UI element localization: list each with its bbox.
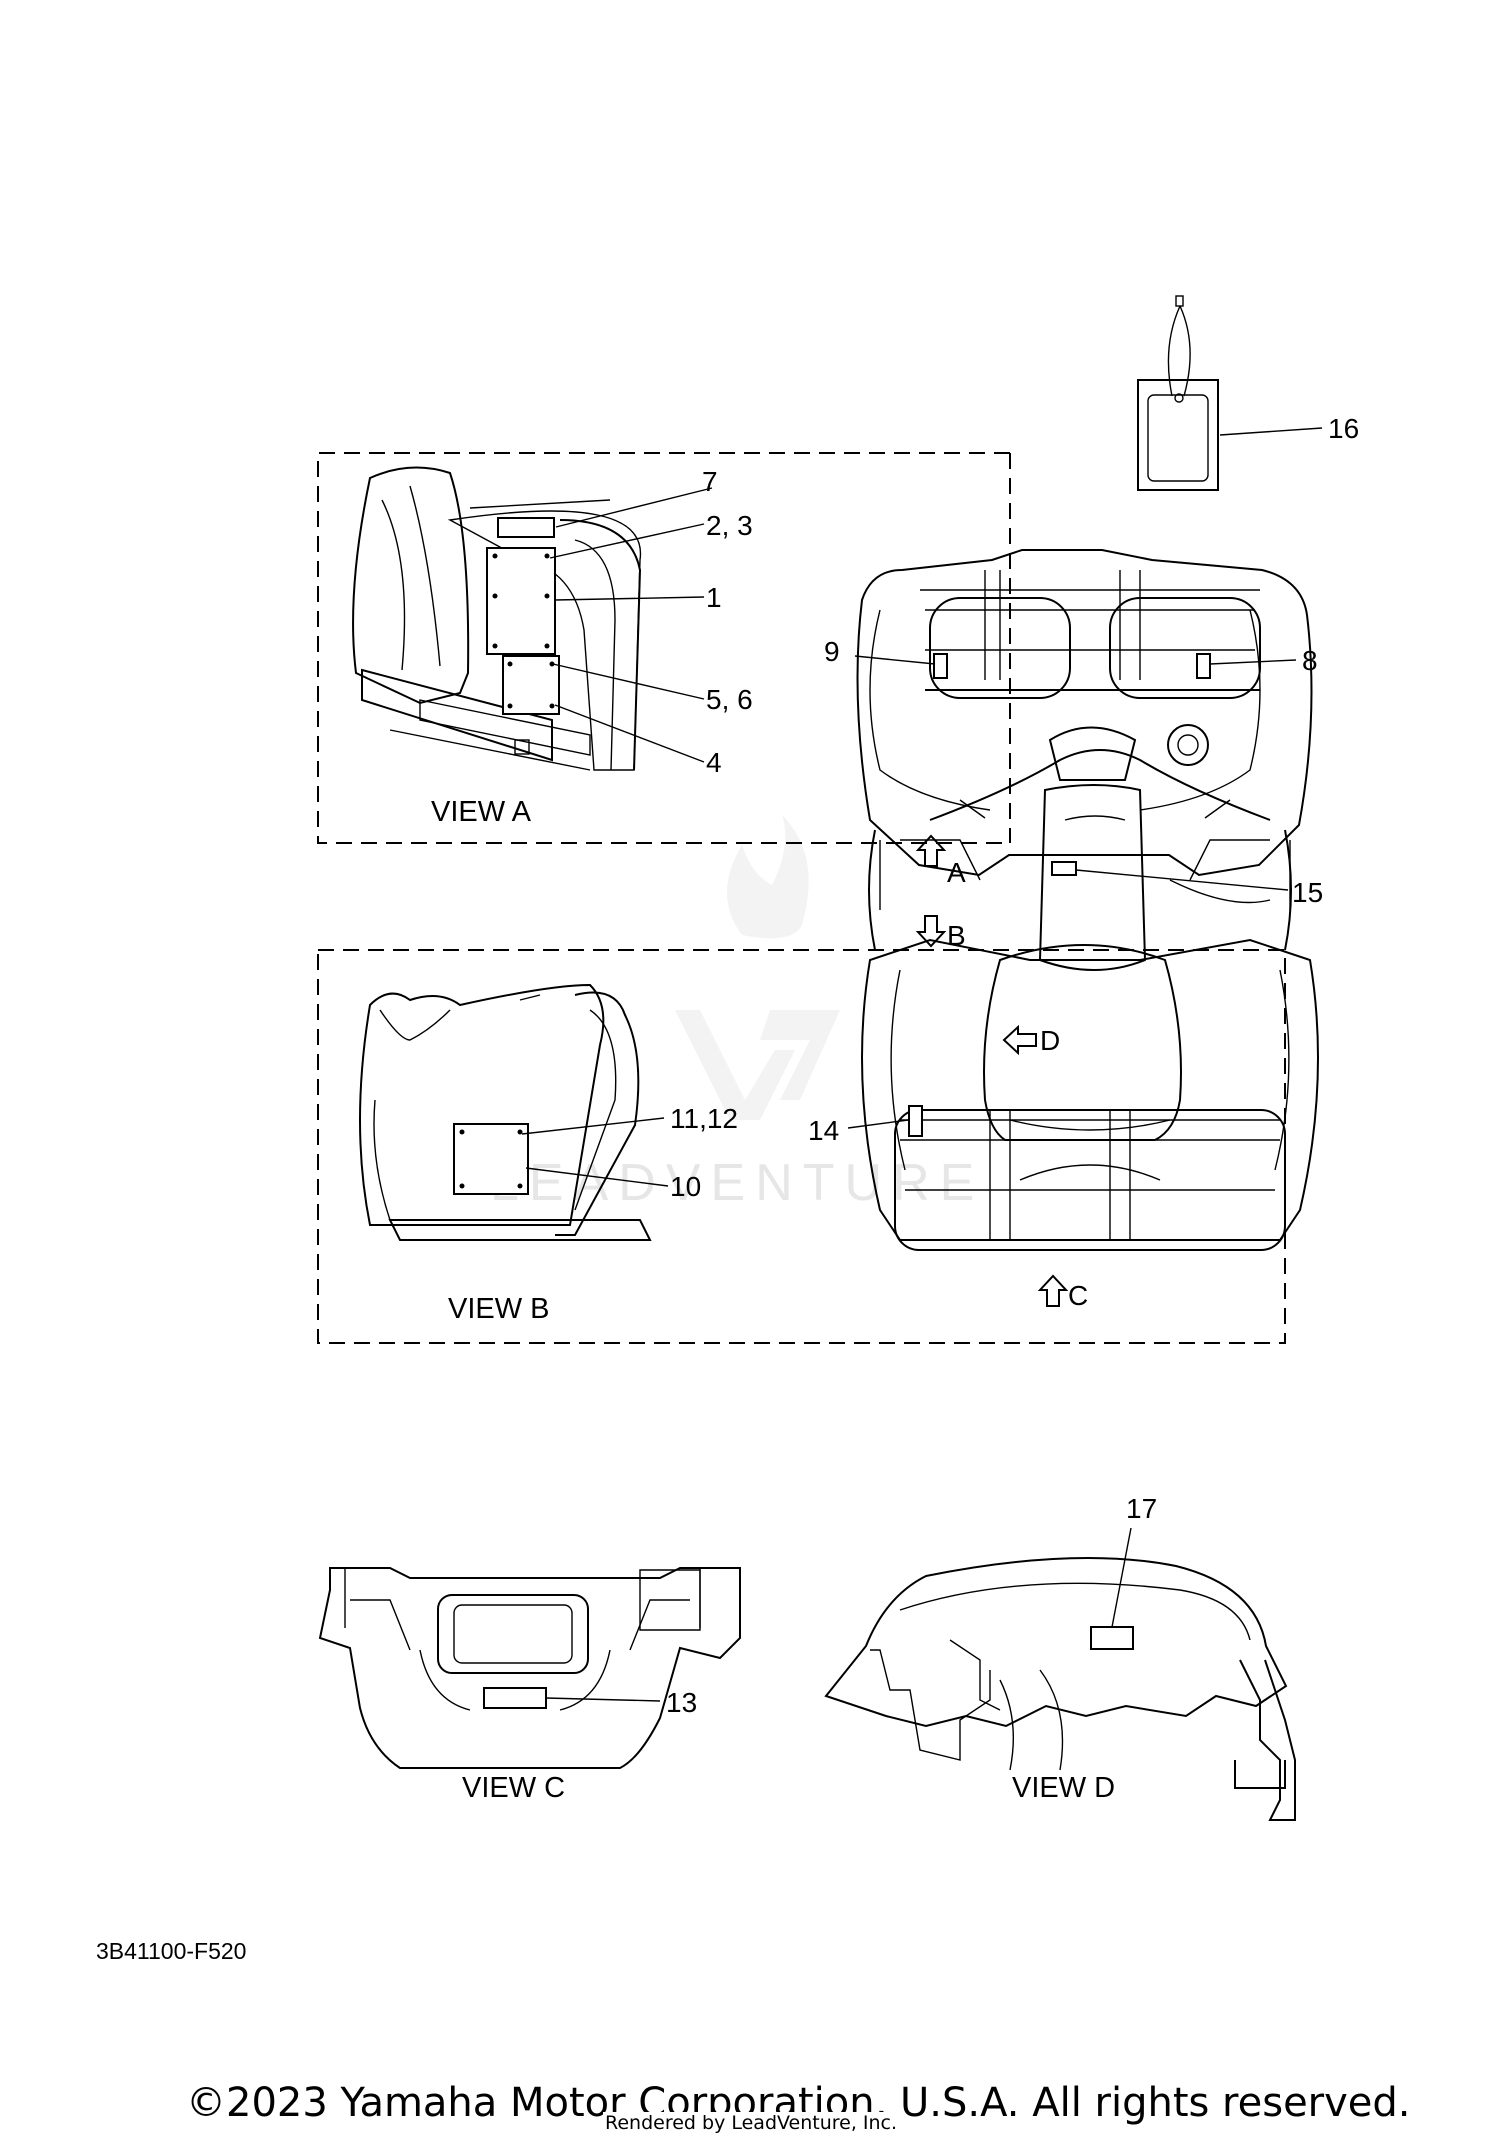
callout-5-6: 5, 6	[706, 684, 753, 715]
view-b-frame	[317, 949, 1286, 1344]
callout-11-12: 11,12	[670, 1103, 738, 1134]
label-10	[453, 1123, 529, 1195]
label-4	[502, 655, 560, 715]
callout-7: 7	[702, 466, 718, 497]
callout-9: 9	[824, 636, 840, 667]
watermark-logo	[675, 815, 840, 1120]
arrow-a-icon	[915, 834, 947, 867]
arrow-c-icon	[1037, 1274, 1069, 1307]
rendered-by-credit: Rendered by LeadVenture, Inc.	[603, 2112, 900, 2134]
callout-16: 16	[1328, 413, 1359, 444]
arrow-d-label: D	[1040, 1025, 1060, 1056]
hang-tag-illustration	[1137, 295, 1219, 491]
callout-17: 17	[1126, 1493, 1157, 1524]
view-c-front-illustration	[318, 1567, 741, 1769]
callout-14: 14	[808, 1115, 839, 1146]
callout-4: 4	[706, 747, 722, 778]
view-a-fender-illustration	[352, 466, 642, 771]
atv-top-view-illustration	[856, 549, 1319, 1251]
view-d-label: VIEW D	[1012, 1772, 1115, 1804]
part-code: 3B41100-F520	[96, 1938, 246, 1964]
label-17	[1090, 1626, 1134, 1650]
leader-16	[1219, 427, 1323, 436]
arrow-b-icon	[915, 915, 947, 948]
label-8	[1196, 653, 1211, 679]
arrow-b-label: B	[947, 920, 966, 951]
view-b-fender-illustration	[359, 983, 652, 1241]
label-7	[497, 517, 555, 538]
watermark-text: LEADVENTURE	[490, 1154, 984, 1212]
view-b-label: VIEW B	[448, 1293, 550, 1325]
arrow-d-icon	[1002, 1024, 1037, 1056]
view-c-label: VIEW C	[462, 1772, 565, 1804]
view-a-frame	[317, 452, 1010, 844]
atv-labels	[908, 653, 1211, 1137]
callout-1: 1	[706, 582, 722, 613]
callout-10: 10	[670, 1171, 701, 1202]
callout-2-3: 2, 3	[706, 510, 753, 541]
view-d-side-illustration	[824, 1557, 1296, 1821]
callout-13: 13	[666, 1687, 697, 1718]
arrow-a-label: A	[947, 857, 966, 888]
label-9	[933, 653, 948, 679]
view-b-labels	[453, 1123, 529, 1195]
view-a-labels	[486, 517, 560, 715]
arrow-c-label: C	[1068, 1280, 1088, 1311]
label-14	[908, 1105, 923, 1137]
callout-8: 8	[1302, 645, 1318, 676]
label-13	[483, 1687, 547, 1709]
label-15	[1051, 861, 1077, 876]
label-1	[486, 547, 556, 655]
view-a-label: VIEW A	[431, 796, 532, 828]
callout-15: 15	[1292, 877, 1323, 908]
